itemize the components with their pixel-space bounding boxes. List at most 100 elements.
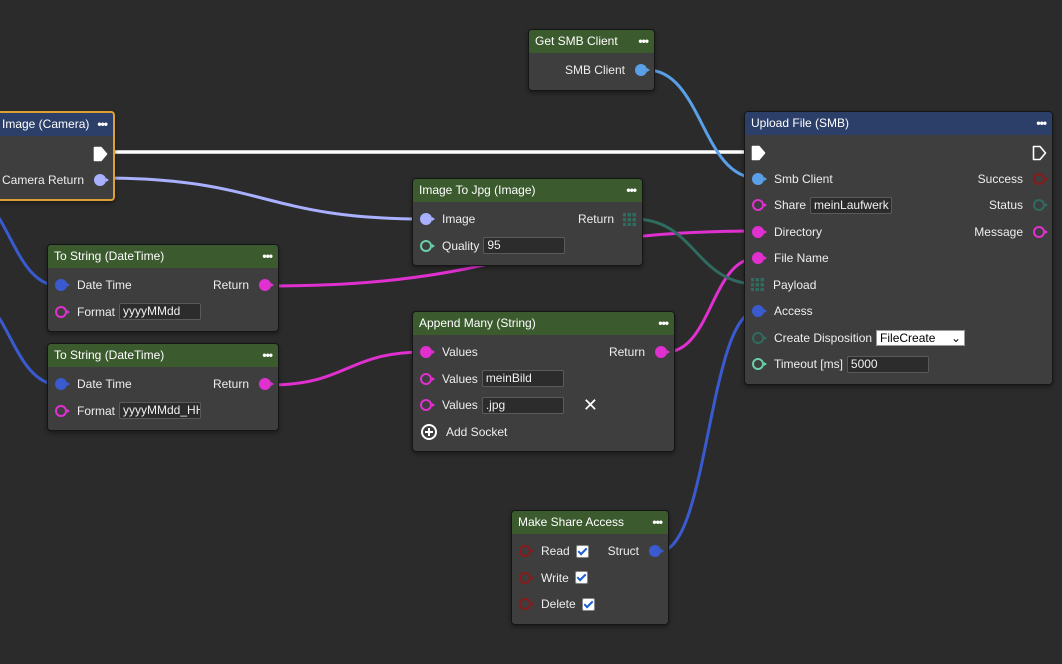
node-image-to-jpg[interactable]: Image To Jpg (Image)•••ImageReturnQualit…	[412, 178, 643, 266]
node-header[interactable]: To String (DateTime) •••	[48, 245, 278, 268]
output-pin: Return	[609, 345, 674, 359]
node-menu-button[interactable]: •••	[262, 344, 272, 367]
node-header[interactable]: Append Many (String)•••	[413, 312, 674, 335]
pin-label: Format	[77, 305, 115, 319]
node-menu-button[interactable]: •••	[652, 511, 662, 534]
node-menu-button[interactable]: •••	[1036, 112, 1046, 135]
filled-socket-icon[interactable]	[654, 345, 668, 359]
node-header[interactable]: Make Share Access•••	[512, 511, 668, 534]
node-menu-button[interactable]: •••	[97, 113, 107, 136]
hollow-socket-icon[interactable]	[419, 372, 433, 386]
node-header[interactable]: Get SMB Client•••	[529, 30, 654, 53]
add-socket-button[interactable]: Add Socket	[413, 424, 507, 440]
pin-label: Values	[442, 345, 478, 359]
node-header[interactable]: To String (DateTime)•••	[48, 344, 278, 367]
node-body: ImageReturnQuality95	[413, 202, 642, 265]
filled-socket-icon[interactable]	[751, 225, 765, 239]
pin-label: Format	[77, 404, 115, 418]
node-title: Image (Camera)	[2, 113, 89, 136]
filled-socket-icon[interactable]	[419, 345, 433, 359]
pin-label: Directory	[774, 225, 822, 239]
filled-socket-icon[interactable]	[258, 278, 272, 292]
pin-value-input[interactable]: 95	[483, 237, 565, 254]
filled-socket-icon[interactable]	[634, 63, 648, 77]
hollow-socket-icon[interactable]	[1032, 225, 1046, 239]
input-pin: Payload	[745, 278, 816, 292]
filled-socket-icon[interactable]	[648, 544, 662, 558]
node-menu-button[interactable]: •••	[626, 179, 636, 202]
hollow-socket-icon[interactable]	[1032, 172, 1046, 186]
node-body: ValuesReturnValuesmeinBildValues.jpg✕Add…	[413, 335, 674, 451]
pin-label: Camera	[2, 173, 45, 187]
pin-label: Return	[213, 377, 249, 391]
pin-value-input[interactable]: yyyyMMdd	[119, 303, 201, 320]
pin-value-input[interactable]: meinBild	[482, 370, 564, 387]
pin-value-input[interactable]: 5000	[847, 356, 929, 373]
wire-string[interactable]	[270, 352, 424, 385]
filled-socket-icon[interactable]	[751, 251, 765, 265]
pin-checkbox[interactable]	[575, 571, 588, 584]
output-pin: Return	[48, 173, 113, 187]
exec-pin-icon[interactable]	[1032, 145, 1046, 159]
filled-socket-icon[interactable]	[54, 377, 68, 391]
remove-socket-icon[interactable]: ✕	[583, 395, 598, 416]
node-menu-button[interactable]: •••	[262, 245, 272, 268]
wire-smb_client[interactable]	[647, 70, 757, 178]
hollow-socket-icon[interactable]	[419, 398, 433, 412]
select-value: FileCreate	[880, 331, 935, 345]
node-row	[0, 140, 113, 167]
node-body: SMB Client	[529, 53, 654, 90]
filled-socket-icon[interactable]	[751, 304, 765, 318]
exec-pin-icon[interactable]	[751, 145, 765, 159]
node-menu-button[interactable]: •••	[658, 312, 668, 335]
node-header[interactable]: Upload File (SMB)•••	[745, 112, 1052, 135]
filled-socket-icon[interactable]	[419, 212, 433, 226]
hollow-socket-icon[interactable]	[419, 239, 433, 253]
hollow-socket-icon[interactable]	[751, 198, 765, 212]
node-make-share-access[interactable]: Make Share Access•••ReadStructWriteDelet…	[511, 510, 669, 625]
exec-pin-icon[interactable]	[93, 146, 107, 160]
grid-socket-icon[interactable]	[751, 278, 764, 291]
pin-label: Payload	[773, 278, 816, 292]
wire-bytes[interactable]	[634, 219, 757, 284]
node-upload-file[interactable]: Upload File (SMB)•••Smb ClientSuccessSha…	[744, 111, 1053, 385]
pin-label: Struct	[608, 544, 639, 558]
node-header[interactable]: Image (Camera) •••	[0, 113, 113, 136]
pin-value-input[interactable]: yyyyMMdd_HH	[119, 402, 201, 419]
pin-value-input[interactable]: .jpg	[482, 397, 564, 414]
node-menu-button[interactable]: •••	[638, 30, 648, 53]
node-append-many[interactable]: Append Many (String)•••ValuesReturnValue…	[412, 311, 675, 452]
output-pin: Success	[978, 172, 1052, 186]
pin-checkbox[interactable]	[576, 545, 589, 558]
hollow-socket-icon[interactable]	[518, 544, 532, 558]
node-get-smb-client[interactable]: Get SMB Client•••SMB Client	[528, 29, 655, 91]
node-title: To String (DateTime)	[54, 245, 164, 268]
filled-socket-icon[interactable]	[93, 173, 107, 187]
hollow-socket-icon[interactable]	[54, 305, 68, 319]
node-to-string-1[interactable]: To String (DateTime)•••Date TimeReturnFo…	[47, 244, 279, 332]
node-row: Quality95	[413, 233, 642, 260]
output-pin: Struct	[608, 544, 668, 558]
input-pin: Quality95	[413, 237, 565, 254]
filled-socket-icon[interactable]	[54, 278, 68, 292]
hollow-socket-icon[interactable]	[751, 331, 765, 345]
hollow-socket-icon[interactable]	[1032, 198, 1046, 212]
pin-checkbox[interactable]	[582, 598, 595, 611]
pin-label: Delete	[541, 597, 576, 611]
hollow-socket-icon[interactable]	[54, 404, 68, 418]
node-header[interactable]: Image To Jpg (Image)•••	[413, 179, 642, 202]
pin-enum-select[interactable]: FileCreate⌄	[876, 330, 965, 346]
pin-label: Smb Client	[774, 172, 833, 186]
hollow-socket-icon[interactable]	[751, 357, 765, 371]
filled-socket-icon[interactable]	[751, 172, 765, 186]
output-pin: Status	[989, 198, 1052, 212]
wire-image[interactable]	[103, 178, 424, 219]
hollow-socket-icon[interactable]	[518, 597, 532, 611]
node-to-string-2[interactable]: To String (DateTime)•••Date TimeReturnFo…	[47, 343, 279, 431]
pin-value-input[interactable]: meinLaufwerk	[810, 197, 892, 214]
hollow-socket-icon[interactable]	[518, 571, 532, 585]
node-camera[interactable]: Image (Camera) ••• CameraReturn	[0, 111, 115, 201]
output-pin: Return	[213, 278, 278, 292]
filled-socket-icon[interactable]	[258, 377, 272, 391]
grid-socket-icon[interactable]	[623, 213, 636, 226]
